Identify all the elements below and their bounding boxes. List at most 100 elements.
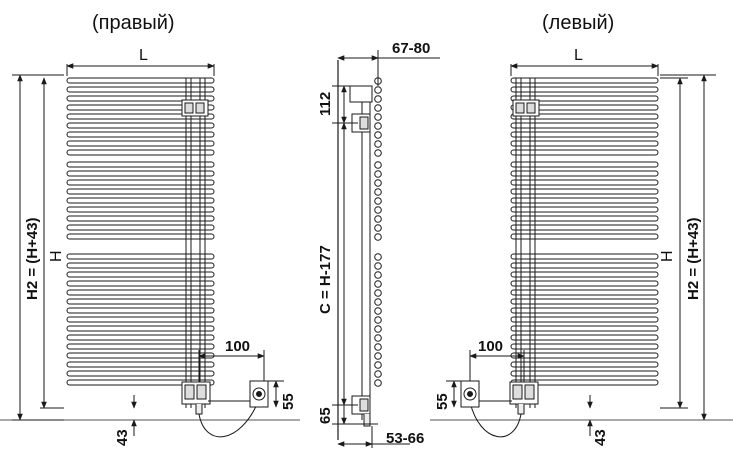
rail-tube bbox=[66, 316, 215, 323]
rail-tube bbox=[66, 215, 215, 222]
rail-tube bbox=[510, 280, 659, 287]
rail-tube-end bbox=[374, 253, 382, 261]
rail-tube bbox=[510, 104, 659, 111]
rail-tube-end bbox=[374, 298, 382, 306]
rail-tube-end bbox=[374, 280, 382, 288]
rail-tube bbox=[66, 140, 215, 147]
rail-tube bbox=[66, 206, 215, 213]
side-depth-bottom-label: 53-66 bbox=[386, 430, 424, 447]
rail-tube-end bbox=[374, 206, 382, 214]
rail-tube-end bbox=[374, 262, 382, 270]
rail-tube bbox=[66, 131, 215, 138]
right-height-label: H bbox=[48, 250, 65, 262]
rail-tube-end bbox=[374, 170, 382, 178]
left-valve-height-label: 55 bbox=[434, 393, 451, 410]
side-depth-top-label: 67-80 bbox=[392, 40, 430, 57]
rail-tube bbox=[510, 298, 659, 305]
rail-tube bbox=[510, 122, 659, 129]
rail-tube bbox=[66, 325, 215, 332]
rail-tube-end bbox=[374, 122, 382, 130]
rail-tube bbox=[510, 361, 659, 368]
rail-tube bbox=[510, 197, 659, 204]
rail-tube-end bbox=[374, 325, 382, 333]
title-left: (левый) bbox=[542, 12, 614, 34]
rail-tube-end bbox=[374, 334, 382, 342]
rail-tube bbox=[66, 149, 215, 156]
rail-tube bbox=[66, 280, 215, 287]
rail-tube bbox=[66, 122, 215, 129]
rail-tube bbox=[510, 215, 659, 222]
side-view bbox=[337, 60, 382, 440]
rail-tubes-side bbox=[374, 77, 382, 387]
top-bracket-side bbox=[349, 85, 373, 103]
rail-tube bbox=[66, 170, 215, 177]
rail-tube bbox=[66, 233, 215, 240]
title-right: (правый) bbox=[92, 12, 175, 34]
rail-tube bbox=[510, 206, 659, 213]
radiator-rails-right bbox=[66, 77, 215, 386]
power-cable-left bbox=[469, 401, 522, 438]
rail-tube bbox=[510, 95, 659, 102]
left-valve-offset-label: 100 bbox=[478, 338, 503, 355]
rail-tube-end bbox=[374, 224, 382, 232]
rail-tube bbox=[66, 113, 215, 120]
rail-tube-end bbox=[374, 233, 382, 241]
rail-tube bbox=[66, 253, 215, 260]
right-width-label: L bbox=[139, 47, 148, 64]
right-h2-label: H2 = (H+43) bbox=[24, 217, 41, 300]
rail-tube bbox=[66, 262, 215, 269]
rail-tube bbox=[510, 224, 659, 231]
rail-tube-end bbox=[374, 352, 382, 360]
right-valve-offset-label: 100 bbox=[225, 338, 250, 355]
rail-tube bbox=[66, 289, 215, 296]
left-height-label: H bbox=[659, 250, 676, 262]
radiator-rails-left bbox=[510, 77, 659, 386]
rail-tube-end bbox=[374, 149, 382, 157]
rail-tube-end bbox=[374, 86, 382, 94]
rail-tube bbox=[510, 179, 659, 186]
left-front-view bbox=[460, 77, 659, 438]
rail-tube bbox=[510, 161, 659, 168]
rail-tube bbox=[510, 77, 659, 84]
rail-tube bbox=[510, 289, 659, 296]
rail-tube bbox=[510, 307, 659, 314]
side-bottom-offset-label: 65 bbox=[317, 407, 334, 424]
rail-tube bbox=[510, 140, 659, 147]
side-center-label: C = H-177 bbox=[317, 245, 334, 314]
rail-tube bbox=[510, 325, 659, 332]
rail-tube-end bbox=[374, 343, 382, 351]
rail-tube bbox=[510, 334, 659, 341]
rail-tube bbox=[66, 370, 215, 377]
right-front-view bbox=[66, 77, 269, 438]
rail-tube-end bbox=[374, 131, 382, 139]
rail-tube bbox=[66, 104, 215, 111]
rail-tube bbox=[510, 170, 659, 177]
left-width-label: L bbox=[574, 47, 583, 64]
rail-tube bbox=[510, 343, 659, 350]
left-h2-label: H2 = (H+43) bbox=[685, 217, 702, 300]
rail-tube bbox=[510, 262, 659, 269]
rail-tube bbox=[66, 77, 215, 84]
right-valve-height-label: 55 bbox=[280, 393, 297, 410]
rail-tube-end bbox=[374, 307, 382, 315]
rail-tube-end bbox=[374, 370, 382, 378]
rail-tube bbox=[66, 86, 215, 93]
rail-tube bbox=[66, 343, 215, 350]
rail-tube bbox=[510, 253, 659, 260]
rail-tube bbox=[66, 271, 215, 278]
right-bottom-offset-label: 43 bbox=[114, 429, 131, 446]
rail-tube-end bbox=[374, 271, 382, 279]
rail-tube-end bbox=[374, 197, 382, 205]
rail-tube-end bbox=[374, 361, 382, 369]
power-cable-right bbox=[198, 401, 259, 438]
rail-tube-end bbox=[374, 289, 382, 297]
rail-tube bbox=[510, 149, 659, 156]
rail-tube bbox=[510, 113, 659, 120]
rail-tube bbox=[66, 161, 215, 168]
rail-tube bbox=[510, 370, 659, 377]
rail-tube bbox=[66, 334, 215, 341]
rail-tube bbox=[66, 224, 215, 231]
rail-tube-end bbox=[374, 179, 382, 187]
rail-tube-end bbox=[374, 161, 382, 169]
rail-tube-end bbox=[374, 215, 382, 223]
